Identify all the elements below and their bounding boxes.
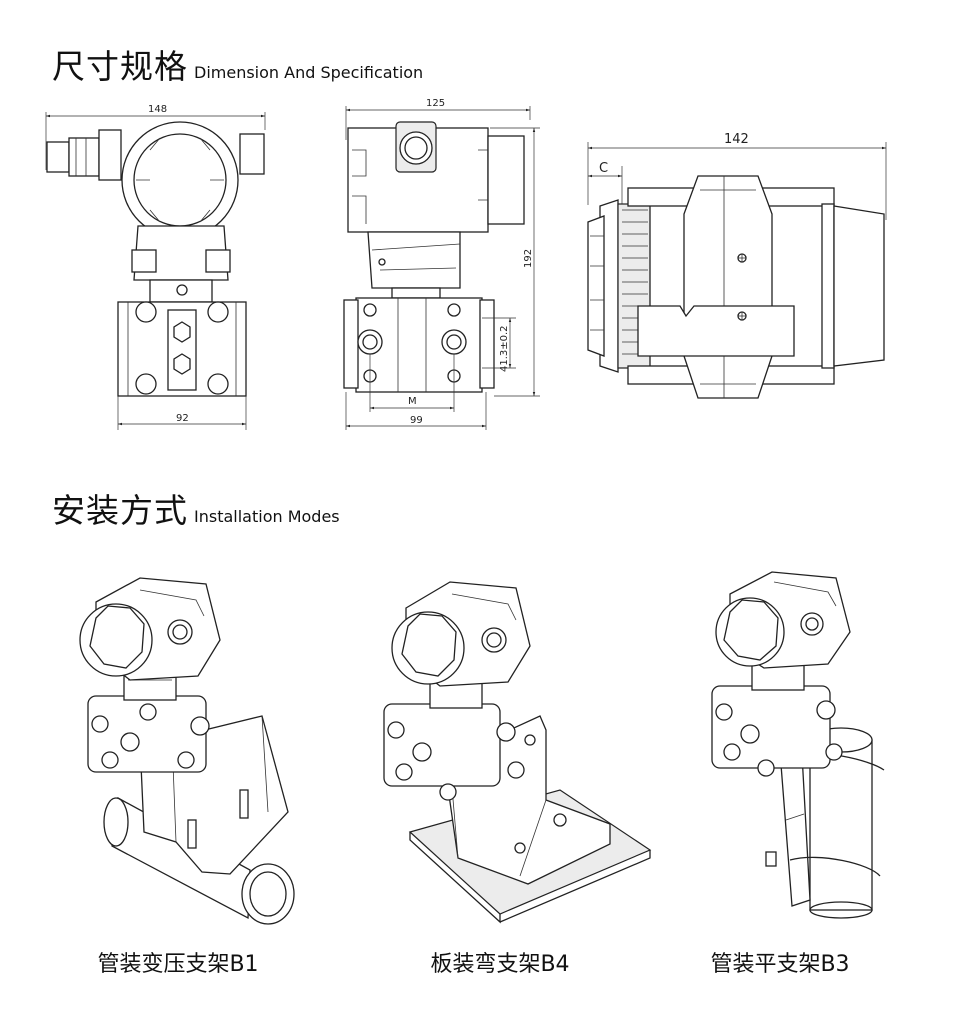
side-width-125: 125: [426, 98, 445, 109]
mode-b3-illustration: [711, 571, 885, 919]
side-m-label: M: [408, 396, 417, 407]
front-width-92: 92: [176, 413, 189, 424]
top-view-drawing: 142 C: [587, 132, 887, 399]
dimension-title-en: Dimension And Specification: [194, 63, 424, 82]
installation-title-zh: 安装方式: [52, 491, 188, 530]
installation-title-en: Installation Modes: [194, 507, 340, 526]
installation-section-title: 安装方式 Installation Modes: [52, 484, 340, 532]
side-width-99: 99: [410, 415, 423, 426]
mode-b4-illustration: [383, 581, 652, 924]
mode-b1-illustration: [79, 577, 295, 925]
front-width-148: 148: [148, 104, 167, 115]
top-c-label: C: [599, 161, 608, 176]
dimension-section-title: 尺寸规格 Dimension And Specification: [52, 40, 423, 88]
front-view-drawing: 148 92: [45, 104, 266, 430]
mode-b3-caption: 管装平支架B3: [710, 952, 850, 977]
top-width-142: 142: [724, 132, 749, 147]
side-offset-41-3: 41.3±0.2: [499, 325, 510, 372]
side-height-192: 192: [523, 249, 534, 268]
dimension-title-zh: 尺寸规格: [52, 47, 188, 86]
mode-b1-caption: 管装变压支架B1: [97, 952, 259, 977]
mode-b4-caption: 板装弯支架B4: [430, 952, 570, 977]
side-view-drawing: 125 192 41.3±0.2 M: [343, 98, 540, 430]
